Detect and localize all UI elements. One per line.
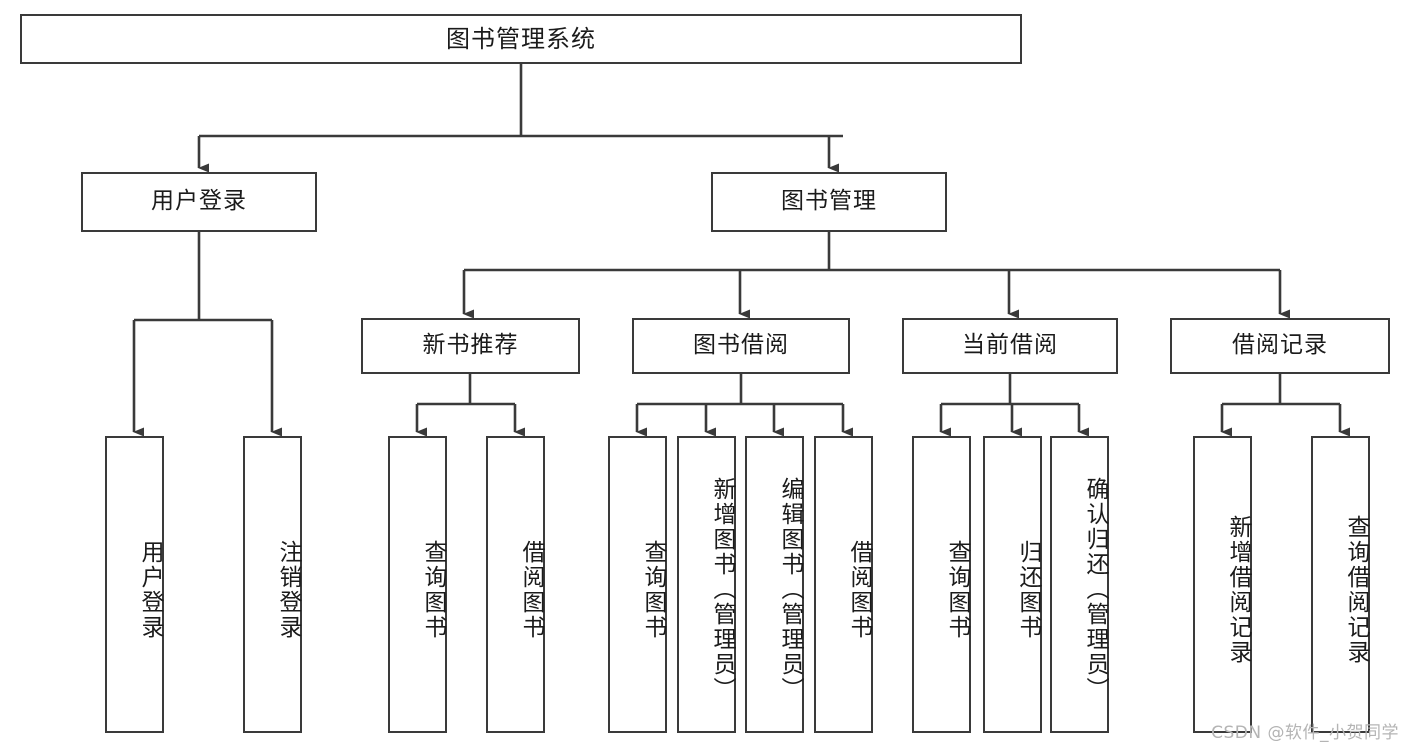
node-label: 查询图书 [420, 539, 446, 640]
leaf-node-user-login[interactable]: 用户登录 [105, 436, 164, 733]
node-book-management-system[interactable]: 图书管理系统 [20, 14, 1022, 64]
leaf-node-query-borrow-record[interactable]: 查询借阅记录 [1311, 436, 1370, 733]
leaf-node-query-books-current[interactable]: 查询图书 [912, 436, 971, 733]
node-label: 查询借阅记录 [1343, 514, 1369, 665]
node-label: 借阅图书 [518, 539, 544, 640]
edges-currentborrow-to-leaves [939, 374, 1089, 437]
node-book-management[interactable]: 图书管理 [711, 172, 947, 232]
node-current-borrow[interactable]: 当前借阅 [902, 318, 1118, 374]
node-label: 借阅记录 [1232, 332, 1328, 359]
node-label: 新增图书（管理员） [709, 477, 735, 702]
edges-borrowrecord-to-leaves [1220, 374, 1350, 437]
leaf-node-borrow-book[interactable]: 借阅图书 [814, 436, 873, 733]
node-label: 新增借阅记录 [1225, 514, 1251, 665]
node-user-login[interactable]: 用户登录 [81, 172, 317, 232]
leaf-node-query-books-borrow[interactable]: 查询图书 [608, 436, 667, 733]
node-label: 用户登录 [151, 188, 247, 215]
edges-recommend-to-leaves [415, 374, 525, 437]
node-book-borrow[interactable]: 图书借阅 [632, 318, 850, 374]
node-label: 新书推荐 [422, 332, 519, 359]
node-label: 查询图书 [640, 539, 666, 640]
edges-root-to-level2 [197, 64, 843, 173]
csdn-watermark: CSDN @软件_小贺同学 [1211, 723, 1399, 743]
leaf-node-query-books-recommend[interactable]: 查询图书 [388, 436, 447, 733]
edges-userlogin-to-leaves [132, 232, 282, 437]
node-label: 图书管理 [781, 188, 877, 215]
node-label: 借阅图书 [846, 539, 872, 640]
leaf-node-user-logout[interactable]: 注销登录 [243, 436, 302, 733]
node-label: 图书借阅 [693, 332, 789, 359]
node-label: 编辑图书（管理员） [777, 477, 803, 702]
node-label: 当前借阅 [962, 332, 1058, 359]
node-label: 注销登录 [275, 539, 301, 640]
leaf-node-borrow-books-recommend[interactable]: 借阅图书 [486, 436, 545, 733]
node-label: 图书管理系统 [446, 24, 596, 53]
leaf-node-add-borrow-record[interactable]: 新增借阅记录 [1193, 436, 1252, 733]
edges-bookmgmt-to-level3 [462, 232, 1290, 319]
leaf-node-add-book-admin[interactable]: 新增图书（管理员） [677, 436, 736, 733]
node-label: 查询图书 [944, 539, 970, 640]
node-label: 用户登录 [137, 539, 163, 640]
node-label: 确认归还（管理员） [1082, 477, 1108, 702]
leaf-node-return-book[interactable]: 归还图书 [983, 436, 1042, 733]
node-new-book-recommend[interactable]: 新书推荐 [361, 318, 580, 374]
edges-bookborrow-to-leaves [635, 374, 853, 437]
node-label: 归还图书 [1015, 539, 1041, 640]
leaf-node-edit-book-admin[interactable]: 编辑图书（管理员） [745, 436, 804, 733]
node-borrow-record[interactable]: 借阅记录 [1170, 318, 1390, 374]
leaf-node-confirm-return-admin[interactable]: 确认归还（管理员） [1050, 436, 1109, 733]
